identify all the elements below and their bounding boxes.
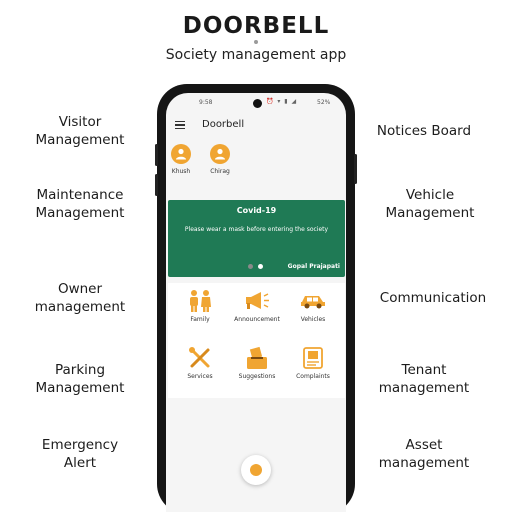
brand-dot bbox=[254, 40, 258, 44]
tools-icon bbox=[189, 347, 210, 368]
module-suggestions[interactable]: Suggestions bbox=[229, 345, 285, 380]
module-label: Complaints bbox=[296, 373, 330, 380]
carousel-dot[interactable] bbox=[248, 264, 253, 269]
phone-power-button bbox=[354, 154, 357, 184]
member-item[interactable]: Chirag bbox=[207, 144, 233, 175]
menu-icon[interactable] bbox=[175, 121, 185, 129]
feature-asset-management: Asset management bbox=[378, 437, 470, 471]
feature-maintenance-management: Maintenance Management bbox=[35, 187, 125, 221]
member-name: Chirag bbox=[210, 168, 230, 175]
feature-owner-management: Owner management bbox=[34, 281, 126, 315]
person-icon bbox=[215, 148, 225, 160]
feature-notices-board: Notices Board bbox=[376, 123, 472, 139]
module-announcement[interactable]: Announcement bbox=[229, 288, 285, 323]
battery-level: 52% bbox=[317, 99, 331, 106]
ballot-box-icon bbox=[247, 346, 267, 369]
member-item[interactable]: Khush bbox=[168, 144, 194, 175]
banner-author: Gopal Prajapati bbox=[287, 263, 340, 270]
status-icons: ⏰ ▾ ▮ ◢ bbox=[266, 98, 298, 105]
phone-side-button bbox=[155, 144, 158, 166]
status-bar: 9:58 ⏰ ▾ ▮ ◢ 52% bbox=[166, 93, 346, 111]
feature-visitor-management: Visitor Management bbox=[35, 114, 125, 148]
phone-mockup: 9:58 ⏰ ▾ ▮ ◢ 52% Doorbell Khush bbox=[155, 84, 357, 512]
module-family[interactable]: Family bbox=[172, 288, 228, 323]
feature-tenant-management: Tenant management bbox=[378, 362, 470, 396]
module-label: Vehicles bbox=[300, 316, 326, 323]
module-label: Suggestions bbox=[238, 373, 276, 380]
avatar bbox=[210, 144, 230, 164]
feature-parking-management: Parking Management bbox=[35, 362, 125, 396]
app-bar: Doorbell bbox=[166, 113, 346, 137]
module-label: Announcement bbox=[234, 316, 280, 323]
brand-title: DOORBELL bbox=[182, 13, 330, 39]
carousel-dot-active[interactable] bbox=[258, 264, 263, 269]
module-vehicles[interactable]: Vehicles bbox=[285, 288, 341, 323]
feature-vehicle-management: Vehicle Management bbox=[385, 187, 475, 221]
module-complaints[interactable]: Complaints bbox=[285, 345, 341, 380]
front-camera bbox=[253, 99, 262, 108]
feature-communication: Communication bbox=[379, 290, 487, 306]
feature-emergency-alert: Emergency Alert bbox=[41, 437, 119, 471]
module-services[interactable]: Services bbox=[172, 345, 228, 380]
megaphone-icon bbox=[246, 292, 269, 309]
notice-banner[interactable]: Covid-19 Please wear a mask before enter… bbox=[168, 200, 345, 277]
module-label: Family bbox=[190, 316, 210, 323]
app-title: Doorbell bbox=[202, 119, 245, 130]
module-label: Services bbox=[187, 373, 213, 380]
profile-icon bbox=[250, 464, 262, 476]
status-time: 9:58 bbox=[199, 99, 213, 106]
complaint-icon bbox=[303, 347, 323, 369]
car-icon bbox=[301, 296, 325, 309]
profile-fab-button[interactable] bbox=[241, 455, 271, 485]
phone-screen: 9:58 ⏰ ▾ ▮ ◢ 52% Doorbell Khush bbox=[166, 93, 346, 512]
brand-subtitle: Society management app bbox=[165, 47, 347, 63]
person-icon bbox=[176, 148, 186, 160]
family-icon bbox=[190, 290, 211, 312]
avatar bbox=[171, 144, 191, 164]
banner-title: Covid-19 bbox=[236, 206, 277, 215]
member-name: Khush bbox=[171, 168, 191, 175]
banner-message: Please wear a mask before entering the s… bbox=[184, 226, 329, 233]
module-grid: Family Announcement bbox=[168, 283, 345, 398]
phone-side-button bbox=[155, 174, 158, 196]
